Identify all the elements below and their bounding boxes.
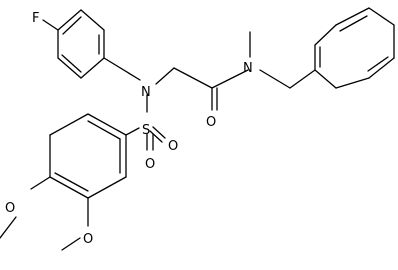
methoxy-oxygen-label-1: O: [5, 201, 15, 216]
sulfonamide-nitrogen-label: N: [141, 85, 151, 100]
bond-lines: [0, 7, 395, 251]
fluorine-atom-label: F: [32, 11, 39, 26]
carbonyl-oxygen-label: O: [206, 115, 216, 130]
sulfonyl-oxygen-label-2: O: [145, 157, 155, 172]
sulfur-atom-label: S: [142, 123, 150, 138]
sulfonyl-oxygen-label-1: O: [168, 139, 178, 154]
atom-labels: F N S O O O N O O: [5, 11, 253, 247]
amide-nitrogen-label: N: [243, 61, 253, 76]
methoxy-oxygen-label-2: O: [83, 232, 93, 247]
